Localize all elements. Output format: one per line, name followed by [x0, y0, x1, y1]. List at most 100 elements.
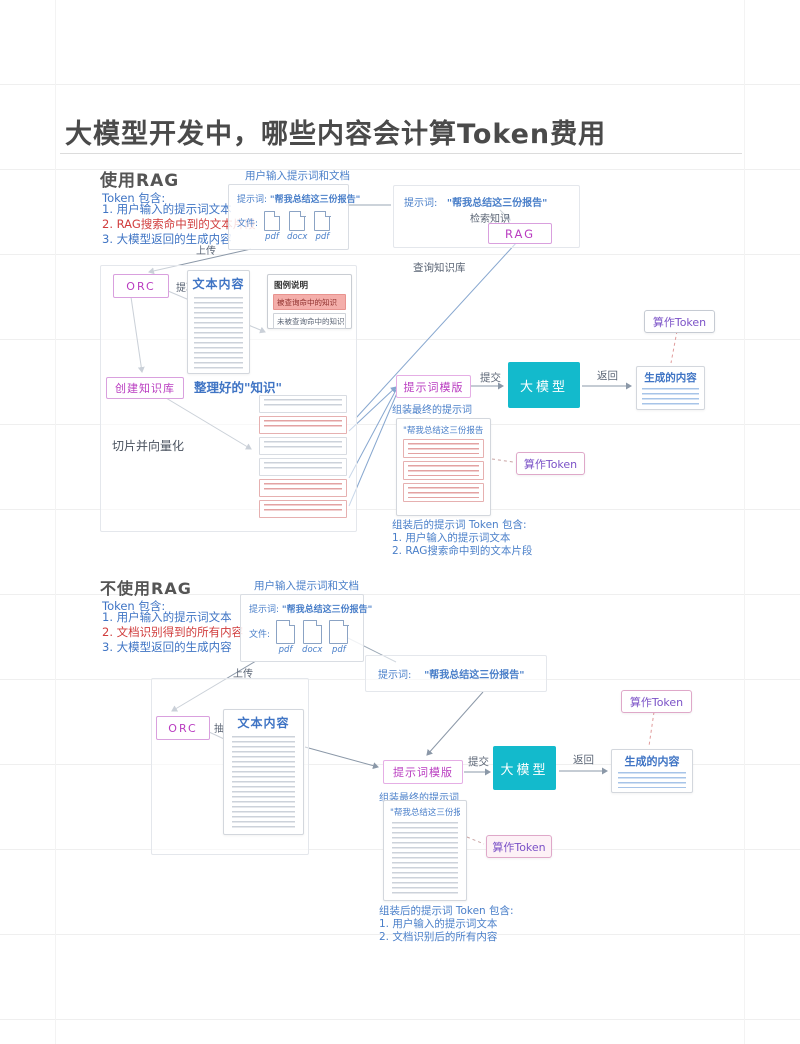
chunk-miss [259, 437, 347, 455]
rag-input-box-label: 用户输入提示词和文档 [245, 170, 350, 182]
file-type-label: pdf [331, 645, 346, 655]
fake-text-lines [232, 736, 295, 828]
norag-upload-label: 上传 [233, 669, 253, 680]
norag-token-item-1: 1. 用户输入的提示词文本 [102, 610, 232, 624]
rag-retrieval-box: 提示词: "帮我总结这三份报告" 检索知识 RAG [393, 185, 580, 248]
rag-node: RAG [488, 223, 552, 244]
count-token-badge: 算作Token [621, 690, 692, 713]
file-type-label: pdf [265, 232, 279, 242]
file-icon [276, 619, 296, 644]
text-content-doc: 文本内容 [187, 270, 250, 374]
file-icon [302, 619, 323, 644]
chunk-hit [259, 479, 347, 497]
rag-token-list-title: Token 包含: [102, 191, 166, 205]
norag-prompt-box: 提示词: "帮我总结这三份报告" [365, 655, 547, 692]
norag-footer-title: 组装后的提示词 Token 包含: [379, 905, 514, 917]
llm-node: 大模型 [493, 746, 556, 790]
prompt-value: "帮我总结这三份报告" [446, 198, 548, 209]
knowledge-chunk-stack [259, 395, 347, 518]
file-icon [314, 210, 331, 231]
count-token-badge: 算作Token [644, 310, 715, 333]
prompt-label: 提示词: [249, 605, 280, 615]
norag-user-input-box: 提示词: "帮我总结这三份报告" 文件: pdf docx pdf [240, 594, 372, 662]
files-label: 文件: [249, 630, 271, 640]
legend-miss-item: 未被查询命中的知识 [273, 313, 346, 329]
rag-user-input-box: 提示词: "帮我总结这三份报告" 文件: pdf docx pdf [228, 184, 360, 250]
files-label: 文件: [237, 219, 259, 229]
file-type-label: pdf [315, 232, 330, 242]
prompt-label: 提示词: [404, 198, 438, 209]
section-rag-heading: 使用RAG [100, 171, 180, 191]
assembled-doc-header: "帮我总结这三份报告" [390, 808, 460, 818]
submit-label: 提交 [480, 372, 501, 384]
chunk-miss [259, 395, 347, 413]
title-divider [60, 153, 742, 154]
file-type-label: pdf [278, 645, 293, 655]
assemble-final-prompt-label: 组装最终的提示词 [392, 405, 472, 416]
fake-text-lines [194, 297, 243, 369]
page-margin-line-right [744, 0, 745, 1044]
query-kb-label: 查询知识库 [413, 262, 466, 274]
file-icon [329, 619, 349, 644]
generated-content-doc: 生成的内容 [636, 366, 705, 410]
return-label: 返回 [573, 754, 594, 766]
generated-content-title: 生成的内容 [624, 755, 680, 768]
assembled-doc-header: "帮我总结这三份报告" [403, 426, 484, 436]
legend-title: 图例说明 [274, 281, 309, 291]
page-margin-line-left [55, 0, 56, 1044]
rag-token-item-3: 3. 大模型返回的生成内容 [102, 232, 232, 246]
prompt-value: "帮我总结这三份报告" [281, 605, 373, 615]
rag-footer-item-2: 2. RAG搜索命中到的文本片段 [392, 545, 533, 557]
rag-footer-item-1: 1. 用户输入的提示词文本 [392, 532, 511, 544]
rag-footer-title: 组装后的提示词 Token 包含: [392, 519, 527, 531]
norag-input-box-label: 用户输入提示词和文档 [254, 580, 359, 592]
assembled-prompt-doc: "帮我总结这三份报告" [396, 418, 491, 516]
generated-content-title: 生成的内容 [644, 372, 697, 384]
orc-node: ORC [113, 274, 169, 298]
fake-text-lines [392, 822, 458, 894]
norag-token-list-title: Token 包含: [102, 599, 166, 613]
llm-node: 大模型 [508, 362, 580, 408]
slice-vectorize-label: 切片并向量化 [112, 439, 185, 453]
count-token-badge: 算作Token [516, 452, 585, 475]
prompt-label: 提示词: [378, 670, 412, 681]
norag-token-item-2: 2. 文档识别得到的所有内容 [102, 625, 244, 639]
extract-label: 提取 [176, 283, 196, 294]
return-label: 返回 [597, 370, 618, 382]
prompt-template-node: 提示词模版 [396, 375, 471, 398]
text-content-title: 文本内容 [192, 277, 245, 291]
rag-upload-label: 上传 [196, 246, 216, 257]
chunk-miss [259, 458, 347, 476]
file-icon [264, 210, 281, 231]
file-type-label: docx [302, 645, 323, 655]
section-norag-heading: 不使用RAG [100, 579, 192, 598]
norag-footer-item-2: 2. 文档识别后的所有内容 [379, 931, 498, 943]
organized-knowledge-title: 整理好的"知识" [194, 380, 283, 395]
fake-text-lines [618, 772, 686, 788]
create-kb-node: 创建知识库 [106, 377, 184, 399]
assemble-final-prompt-label: 组装最终的提示词 [379, 793, 459, 804]
prompt-value: "帮我总结这三份报告" [269, 195, 361, 205]
file-type-label: docx [287, 232, 308, 242]
fake-text-lines [642, 388, 699, 405]
norag-footer-item-1: 1. 用户输入的提示词文本 [379, 918, 498, 930]
text-content-title: 文本内容 [237, 716, 290, 730]
page-title: 大模型开发中，哪些内容会计算Token费用 [65, 119, 607, 150]
text-content-doc: 文本内容 [223, 709, 304, 835]
prompt-template-node: 提示词模版 [383, 760, 463, 784]
norag-token-item-3: 3. 大模型返回的生成内容 [102, 640, 232, 654]
submit-label: 提交 [468, 756, 489, 768]
prompt-value: "帮我总结这三份报告" [424, 670, 525, 681]
orc-node: ORC [156, 716, 210, 740]
generated-content-doc: 生成的内容 [611, 749, 693, 793]
legend-box: 图例说明 被查询命中的知识 未被查询命中的知识 [267, 274, 352, 329]
file-icon [289, 210, 306, 231]
search-knowledge-label: 检索知识 [470, 214, 510, 225]
chunk-hit [259, 416, 347, 434]
prompt-label: 提示词: [237, 195, 268, 205]
assembled-prompt-doc: "帮我总结这三份报告" [383, 800, 467, 901]
legend-hit-item: 被查询命中的知识 [273, 294, 346, 310]
rag-token-item-2: 2. RAG搜索命中到的文本片段 [102, 217, 256, 231]
rag-token-item-1: 1. 用户输入的提示词文本 [102, 202, 232, 216]
chunk-hit [259, 500, 347, 518]
